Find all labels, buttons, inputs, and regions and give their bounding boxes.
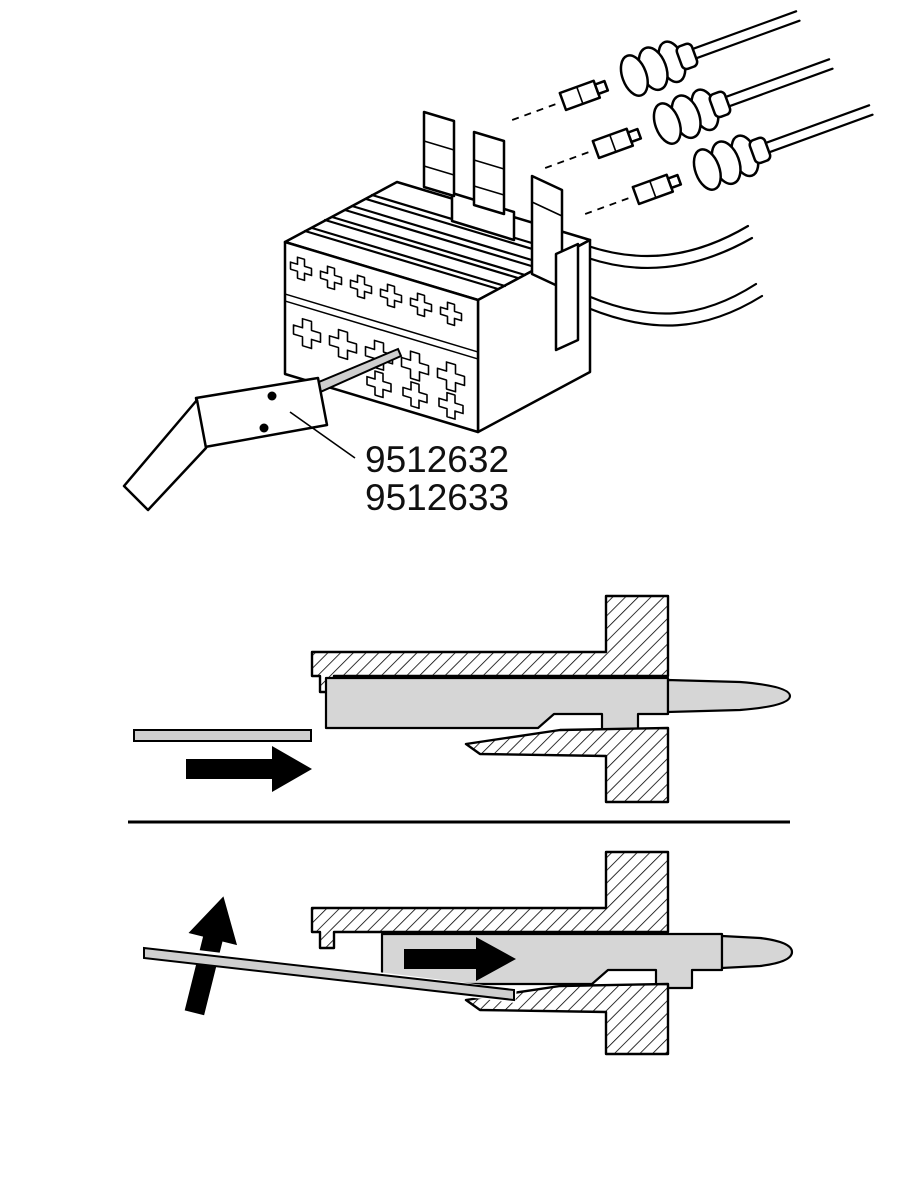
- cavity-grid: [285, 256, 478, 420]
- exploded-view: 9512632 9512633: [122, 0, 880, 518]
- cross-section-insertion: [133, 594, 792, 804]
- housing-wall-lower: [464, 982, 670, 1056]
- cavity-row-bottom: [366, 370, 464, 420]
- terminal-wire: [666, 678, 792, 714]
- rear-post-edge: [531, 201, 563, 217]
- latch-tab-2-ribs: [473, 159, 505, 196]
- lever-action: [139, 896, 517, 1016]
- tool-plate: [194, 376, 329, 449]
- housing-wall-lower: [464, 726, 670, 804]
- latch-tab-1: [422, 110, 456, 198]
- wire-curve: [586, 282, 764, 327]
- top-face-slots: [303, 193, 567, 291]
- harness-wires: [586, 224, 764, 327]
- latch-tab-2: [472, 130, 506, 216]
- terminal-body: [324, 676, 670, 734]
- side-slot: [554, 242, 580, 352]
- tool-rivet-2: [259, 423, 269, 433]
- cavity-row-small: [289, 256, 463, 327]
- part-number-callout-line: [289, 411, 356, 459]
- extraction-tool: [122, 347, 403, 512]
- wire-curve: [586, 224, 754, 270]
- slide-direction-arrow: [404, 937, 516, 981]
- latch-tab-1-ribs: [423, 140, 455, 176]
- tool-handle: [122, 398, 208, 512]
- removal-tool-blade: [133, 729, 312, 742]
- housing-wall-upper: [310, 850, 670, 950]
- tool-rivet-1: [267, 391, 277, 401]
- part-number-1: 9512632: [365, 439, 509, 480]
- insert-direction-arrow: [186, 746, 312, 792]
- part-number-2: 9512633: [365, 477, 509, 518]
- cross-section-release: [139, 850, 794, 1056]
- housing-wall-upper: [310, 594, 670, 694]
- terminal-wire: [720, 934, 794, 970]
- cavity-row-large: [292, 317, 466, 393]
- removal-tool-blade-tilted: [143, 946, 515, 1002]
- front-grooves: [285, 293, 478, 360]
